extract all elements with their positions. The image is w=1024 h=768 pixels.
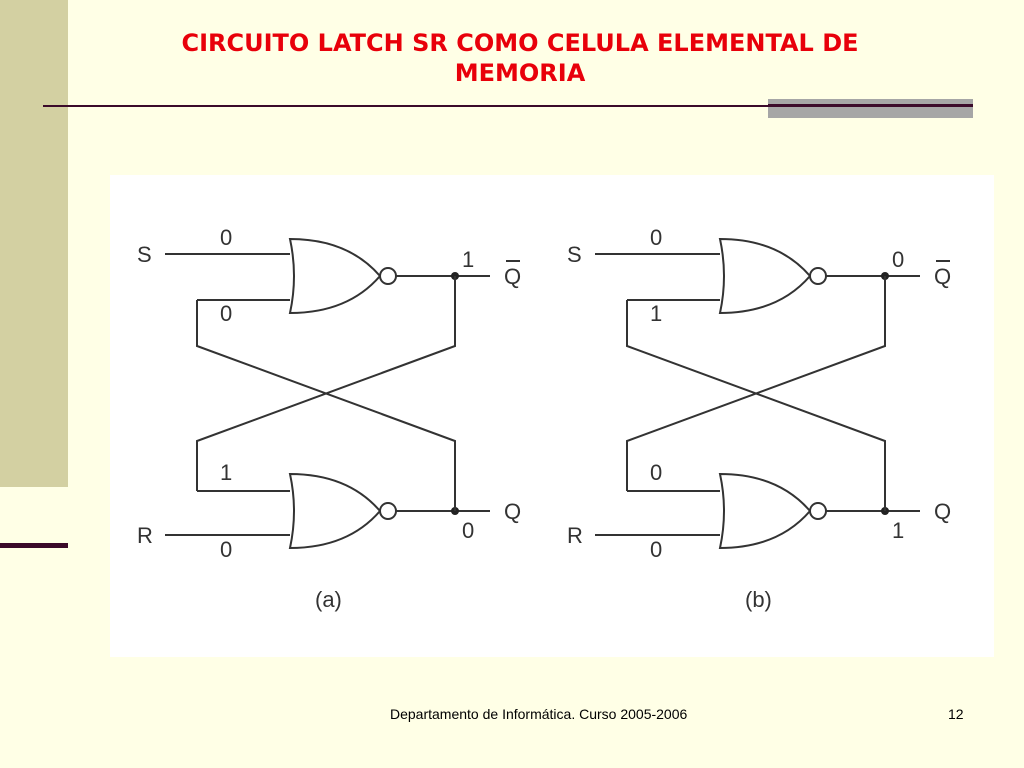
bottom-nor-gate: [718, 472, 812, 550]
s-label: S: [137, 242, 152, 267]
q-label: Q: [934, 499, 951, 524]
left-decorative-dash: [0, 543, 68, 548]
cross-wire-q-to-top: [196, 300, 456, 511]
r-label: R: [137, 523, 153, 548]
footer-text: Departamento de Informática. Curso 2005-…: [390, 706, 688, 722]
bottom-feedback-value: 1: [220, 460, 232, 485]
top-nor-gate: [288, 237, 382, 315]
title-rule-accent: [768, 99, 973, 118]
bottom-nor-bubble: [379, 502, 397, 520]
page-number: 12: [948, 706, 964, 722]
q-label: Q: [504, 499, 521, 524]
top-feedback-value: 0: [220, 301, 232, 326]
qbar-label: Q: [504, 264, 521, 289]
latch-diagram-a: S R 0 0 1 0 1 0 Q Q (a): [137, 225, 521, 612]
qbar-label: Q: [934, 264, 951, 289]
r-value: 0: [650, 537, 662, 562]
s-value: 0: [650, 225, 662, 250]
sr-latch-figure: S R 0 0 1 0 1 0 Q Q (a): [110, 175, 994, 657]
sr-latch-diagrams: S R 0 0 1 0 1 0 Q Q (a): [137, 225, 951, 612]
title-rule: [43, 105, 973, 107]
title-rule-accent-line: [768, 104, 973, 107]
bottom-nor-gate: [288, 472, 382, 550]
left-decorative-bar: [0, 0, 68, 487]
qbar-value: 1: [462, 247, 474, 272]
q-value: 1: [892, 518, 904, 543]
r-value: 0: [220, 537, 232, 562]
slide-title: CIRCUITO LATCH SR COMO CELULA ELEMENTAL …: [181, 29, 859, 87]
q-value: 0: [462, 518, 474, 543]
top-nor-bubble: [379, 267, 397, 285]
caption-a: (a): [315, 587, 342, 612]
caption-b: (b): [745, 587, 772, 612]
s-label: S: [567, 242, 582, 267]
top-nor-bubble: [809, 267, 827, 285]
top-nor-gate: [718, 237, 812, 315]
top-feedback-value: 1: [650, 301, 662, 326]
bottom-nor-bubble: [809, 502, 827, 520]
bottom-feedback-value: 0: [650, 460, 662, 485]
r-label: R: [567, 523, 583, 548]
s-value: 0: [220, 225, 232, 250]
cross-wire-q-to-top: [626, 300, 886, 511]
latch-diagram-b: S R 0 1 0 0 0 1 Q Q (b): [567, 225, 951, 612]
qbar-value: 0: [892, 247, 904, 272]
